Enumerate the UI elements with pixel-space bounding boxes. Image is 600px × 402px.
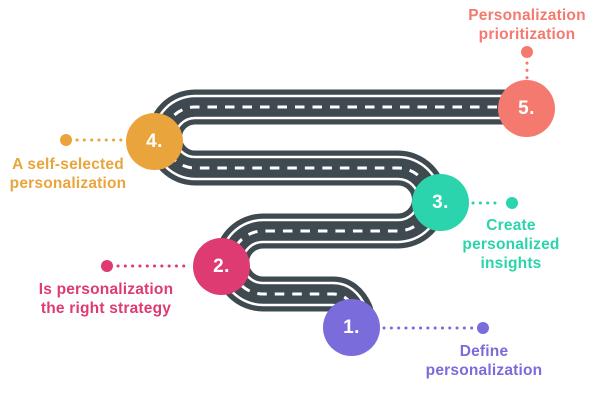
milestone-5-circle: 5. <box>498 80 555 137</box>
milestone-2-circle: 2. <box>193 238 250 295</box>
milestone-3-number: 3. <box>432 191 449 213</box>
connectors <box>60 46 533 334</box>
milestone-1-circle: 1. <box>323 299 380 356</box>
milestone-4-number: 4. <box>146 130 163 152</box>
milestone-3-label: Create personalized insights <box>462 217 560 272</box>
milestone-4-circle: 4. <box>126 113 183 170</box>
milestone-2-dot <box>101 260 113 272</box>
milestone-1-dot <box>477 322 489 334</box>
milestone-5-number: 5. <box>518 97 535 119</box>
milestone-2-number: 2. <box>213 255 230 277</box>
milestone-5-dot <box>521 46 533 58</box>
milestone-5-label: Personalization prioritization <box>468 7 586 43</box>
milestone-1-label: Define personalization <box>425 343 543 379</box>
milestone-2-label: Is personalization the right strategy <box>38 281 174 317</box>
milestone-3-circle: 3. <box>412 174 469 231</box>
milestone-3-dot <box>506 197 518 209</box>
milestone-1-number: 1. <box>343 316 360 338</box>
milestone-4-label: A self-selected personalization <box>9 156 127 192</box>
milestone-4-dot <box>60 134 72 146</box>
